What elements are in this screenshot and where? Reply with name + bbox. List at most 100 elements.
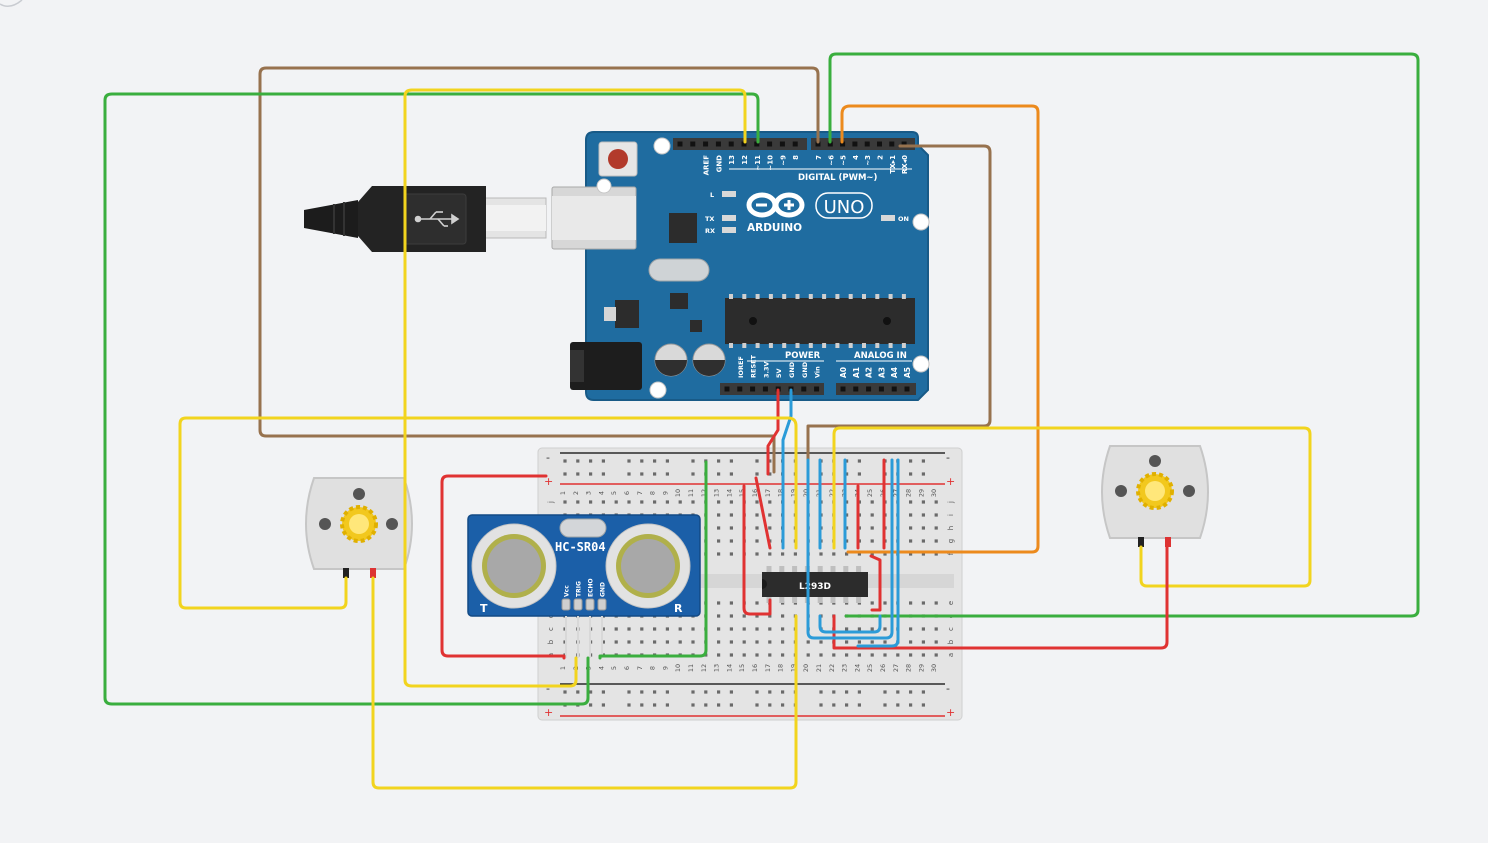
header-socket[interactable] [840, 141, 846, 147]
rail-hole[interactable] [896, 703, 900, 707]
corner-control[interactable] [0, 0, 23, 7]
breadboard-hole[interactable] [653, 500, 657, 504]
rail-hole[interactable] [845, 459, 849, 463]
breadboard-hole[interactable] [678, 640, 682, 644]
rail-hole[interactable] [691, 703, 695, 707]
header-socket[interactable] [889, 141, 895, 147]
breadboard-hole[interactable] [742, 614, 746, 618]
header-socket[interactable] [767, 141, 773, 147]
breadboard-hole[interactable] [601, 500, 605, 504]
rail-hole[interactable] [563, 472, 567, 476]
header-socket[interactable] [878, 386, 884, 392]
rail-hole[interactable] [665, 703, 669, 707]
breadboard-hole[interactable] [755, 601, 759, 605]
breadboard-hole[interactable] [806, 653, 810, 657]
rail-hole[interactable] [601, 690, 605, 694]
breadboard-hole[interactable] [909, 627, 913, 631]
breadboard-hole[interactable] [857, 653, 861, 657]
breadboard-hole[interactable] [768, 513, 772, 517]
breadboard-hole[interactable] [883, 640, 887, 644]
breadboard-hole[interactable] [563, 500, 567, 504]
rail-hole[interactable] [845, 703, 849, 707]
breadboard-hole[interactable] [717, 526, 721, 530]
header-socket[interactable] [904, 386, 910, 392]
breadboard-hole[interactable] [768, 653, 772, 657]
breadboard-hole[interactable] [934, 526, 938, 530]
rail-hole[interactable] [921, 472, 925, 476]
rail-hole[interactable] [640, 703, 644, 707]
header-socket[interactable] [715, 141, 721, 147]
rail-hole[interactable] [563, 459, 567, 463]
rail-hole[interactable] [909, 459, 913, 463]
rail-hole[interactable] [768, 459, 772, 463]
breadboard-hole[interactable] [909, 653, 913, 657]
breadboard-hole[interactable] [755, 552, 759, 556]
header-socket[interactable] [801, 386, 807, 392]
rail-hole[interactable] [691, 690, 695, 694]
analog-header[interactable] [836, 383, 916, 395]
sensor-pin[interactable] [585, 598, 595, 611]
breadboard-hole[interactable] [857, 640, 861, 644]
rail-hole[interactable] [665, 459, 669, 463]
wires[interactable] [103, 52, 1420, 790]
breadboard-hole[interactable] [857, 627, 861, 631]
breadboard-hole[interactable] [614, 500, 618, 504]
breadboard-hole[interactable] [768, 627, 772, 631]
breadboard-hole[interactable] [589, 500, 593, 504]
rail-hole[interactable] [883, 690, 887, 694]
sensor-pin[interactable] [573, 598, 583, 611]
rail-hole[interactable] [845, 472, 849, 476]
breadboard-hole[interactable] [729, 539, 733, 543]
rail-hole[interactable] [589, 472, 593, 476]
breadboard-hole[interactable] [934, 552, 938, 556]
rail-hole[interactable] [921, 703, 925, 707]
breadboard-hole[interactable] [870, 653, 874, 657]
breadboard-hole[interactable] [921, 627, 925, 631]
dc-motor-left[interactable] [305, 477, 413, 578]
rail-hole[interactable] [909, 690, 913, 694]
breadboard-hole[interactable] [755, 526, 759, 530]
breadboard-hole[interactable] [921, 526, 925, 530]
header-socket[interactable] [852, 141, 858, 147]
breadboard-hole[interactable] [909, 640, 913, 644]
rail-hole[interactable] [857, 472, 861, 476]
breadboard-hole[interactable] [640, 640, 644, 644]
rail-hole[interactable] [883, 703, 887, 707]
breadboard-hole[interactable] [742, 640, 746, 644]
breadboard-hole[interactable] [755, 653, 759, 657]
breadboard-hole[interactable] [832, 653, 836, 657]
breadboard-hole[interactable] [665, 627, 669, 631]
breadboard-hole[interactable] [896, 653, 900, 657]
breadboard-hole[interactable] [845, 539, 849, 543]
breadboard-hole[interactable] [755, 614, 759, 618]
breadboard-hole[interactable] [576, 500, 580, 504]
breadboard-hole[interactable] [870, 552, 874, 556]
breadboard-hole[interactable] [781, 627, 785, 631]
breadboard-hole[interactable] [729, 627, 733, 631]
rail-hole[interactable] [768, 690, 772, 694]
rail-hole[interactable] [729, 459, 733, 463]
breadboard-hole[interactable] [870, 539, 874, 543]
breadboard-hole[interactable] [909, 552, 913, 556]
breadboard-hole[interactable] [755, 627, 759, 631]
header-socket[interactable] [724, 386, 730, 392]
header-socket[interactable] [762, 386, 768, 392]
rail-hole[interactable] [909, 703, 913, 707]
rail-hole[interactable] [819, 703, 823, 707]
rail-hole[interactable] [921, 690, 925, 694]
rail-hole[interactable] [576, 459, 580, 463]
breadboard-hole[interactable] [870, 601, 874, 605]
header-socket[interactable] [814, 386, 820, 392]
rail-hole[interactable] [755, 703, 759, 707]
breadboard-hole[interactable] [934, 601, 938, 605]
rail-hole[interactable] [729, 703, 733, 707]
sensor-pins[interactable] [561, 598, 607, 658]
rail-hole[interactable] [717, 472, 721, 476]
breadboard-hole[interactable] [921, 601, 925, 605]
breadboard-hole[interactable] [768, 526, 772, 530]
breadboard-hole[interactable] [729, 552, 733, 556]
breadboard-hole[interactable] [614, 640, 618, 644]
breadboard-hole[interactable] [653, 640, 657, 644]
breadboard-hole[interactable] [665, 500, 669, 504]
